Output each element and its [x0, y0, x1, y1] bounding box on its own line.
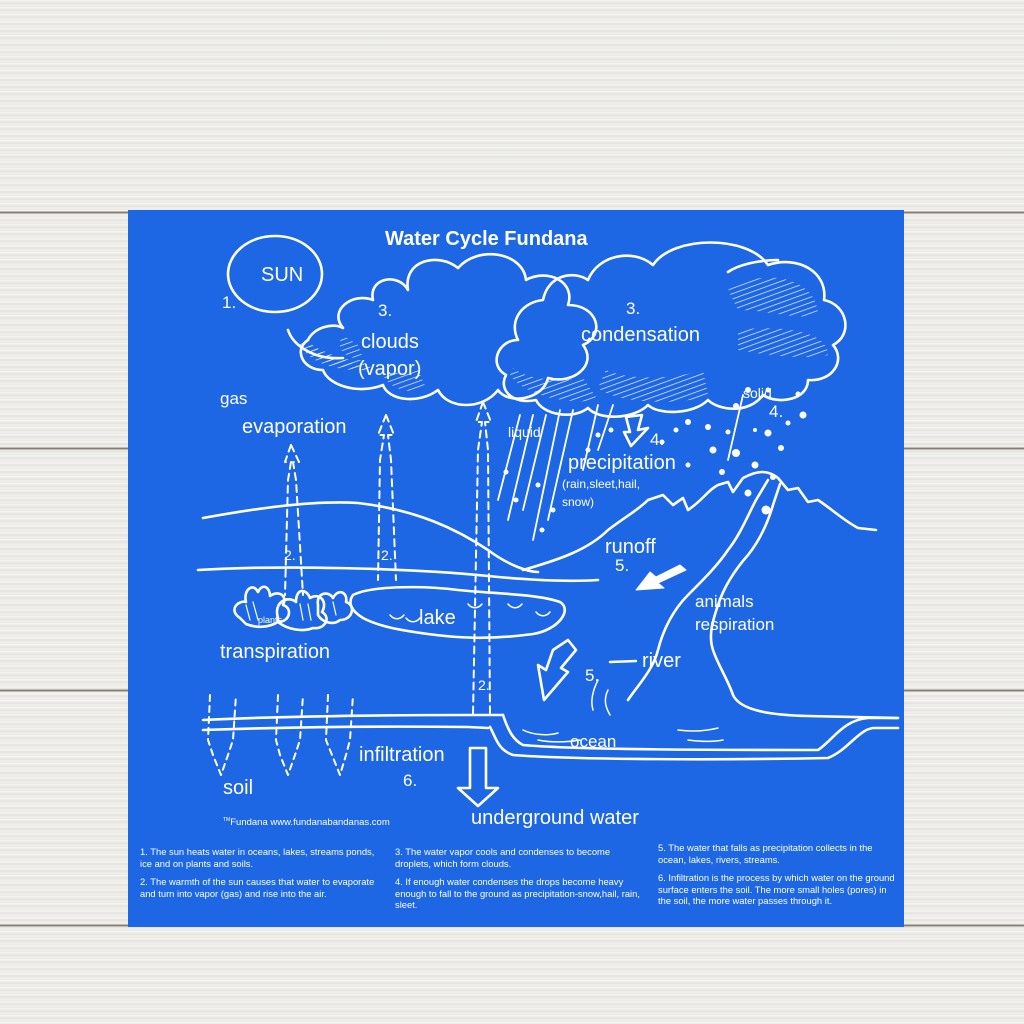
- lake-label: lake: [419, 607, 456, 629]
- diagram-title: Water Cycle Fundana: [385, 228, 588, 250]
- evap-step-mid: 2.: [381, 547, 393, 563]
- precipitation-step: 4.: [650, 430, 665, 449]
- soil-label: soil: [223, 777, 254, 799]
- sun-icon: [226, 234, 324, 314]
- sun-label: SUN: [261, 264, 304, 286]
- liquid-label: liquid: [508, 424, 541, 440]
- vapor-label: (vapor): [358, 358, 422, 380]
- vapor-cloud-icon: [286, 253, 598, 407]
- respiration-label: respiration: [695, 615, 775, 634]
- notes-column-2: 3. The water vapor cools and condenses t…: [395, 846, 645, 918]
- evaporation-label: evaporation: [242, 416, 347, 438]
- ground-line: [201, 713, 900, 761]
- plants-label: plants: [258, 615, 283, 625]
- infiltration-label: infiltration: [359, 744, 445, 766]
- note-1: 1. The sun heats water in oceans, lakes,…: [140, 846, 375, 869]
- raindrop-icon: [503, 427, 614, 533]
- brand-text: Fundana www.fundanabandanas.com: [230, 817, 390, 829]
- note-3: 3. The water vapor cools and condenses t…: [395, 846, 611, 869]
- clouds-step: 3.: [378, 301, 393, 320]
- infiltration-step: 6.: [403, 771, 418, 790]
- river-marker: [591, 659, 638, 716]
- precipitation-label: precipitation: [568, 452, 676, 474]
- snow-hail-icon: [659, 387, 807, 515]
- runoff-step: 5.: [615, 556, 630, 575]
- lake-icon: [349, 585, 567, 640]
- river-step: 5.: [585, 666, 600, 685]
- notes-column-3: 5. The water that falls as precipitation…: [658, 842, 898, 914]
- note-2: 2. The warmth of the sun causes that wat…: [140, 876, 375, 899]
- mountain-icon: [521, 470, 900, 720]
- condensation-label: condensation: [581, 324, 700, 346]
- evap-step-left: 2.: [284, 547, 296, 563]
- ocean-label: ocean: [570, 732, 617, 751]
- rain-icon: [497, 394, 744, 541]
- solid-step: 4.: [769, 402, 784, 421]
- runoff-arrow-icon: [635, 564, 687, 591]
- river-arrow-icon: [536, 638, 578, 702]
- gas-label: gas: [220, 389, 248, 408]
- trademark: TM: [223, 817, 231, 823]
- solid-label: solid: [743, 385, 772, 401]
- precipitation-arrow-icon: [622, 413, 650, 448]
- water-cycle-bandana: Water Cycle Fundana SUN 1. 3. clouds (va…: [128, 210, 904, 927]
- transpiration-label: transpiration: [220, 641, 331, 663]
- precipitation-types-2: snow): [562, 495, 595, 509]
- note-6: 6. Infiltration is the process by which …: [658, 872, 895, 907]
- note-4: 4. If enough water condenses the drops b…: [395, 876, 640, 911]
- underground-water-arrow-icon: [456, 746, 500, 808]
- runoff-label: runoff: [605, 536, 656, 558]
- underground-water-label: underground water: [471, 807, 639, 829]
- sun-step: 1.: [222, 293, 237, 312]
- brand-line: TMFundana www.fundanabandanas.com: [223, 818, 390, 828]
- water-cycle-illustration: [196, 234, 900, 808]
- precipitation-types-1: (rain,sleet,hail,: [562, 477, 641, 491]
- condensation-cloud-icon: [495, 241, 847, 418]
- evaporation-arrow-icon: [284, 401, 492, 716]
- notes-column-1: 1. The sun heats water in oceans, lakes,…: [140, 846, 385, 906]
- hills-icon: [196, 501, 600, 583]
- animals-label: animals: [695, 592, 754, 611]
- plants-icon: [233, 585, 354, 632]
- clouds-label: clouds: [361, 331, 419, 353]
- evap-step-low: 2.: [478, 677, 490, 693]
- soil-infiltration-arrows-icon: [207, 694, 354, 776]
- river-label: river: [642, 650, 681, 672]
- condensation-step: 3.: [626, 299, 641, 318]
- note-5: 5. The water that falls as precipitation…: [658, 842, 873, 865]
